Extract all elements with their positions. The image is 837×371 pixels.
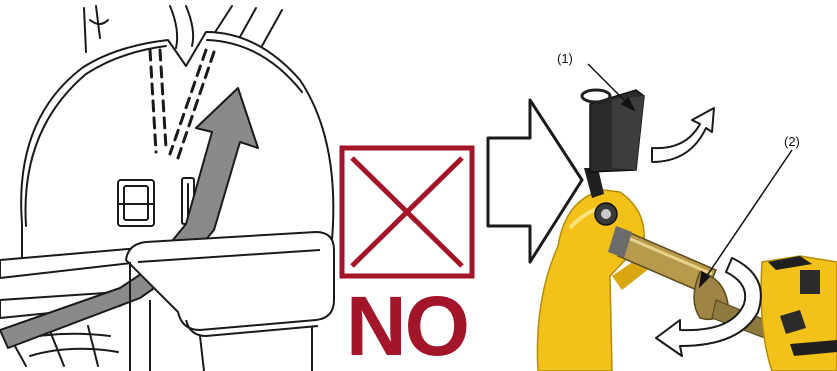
prohibited-mark-icon: [342, 148, 472, 276]
rotation-arrow-upper-icon: [652, 108, 714, 162]
machine-illustration: [537, 90, 837, 371]
prohibition-text: NO: [332, 284, 482, 368]
callout-label-2: (2): [784, 135, 800, 148]
callout-label-1: (1): [557, 52, 573, 65]
front-block: [126, 232, 334, 371]
